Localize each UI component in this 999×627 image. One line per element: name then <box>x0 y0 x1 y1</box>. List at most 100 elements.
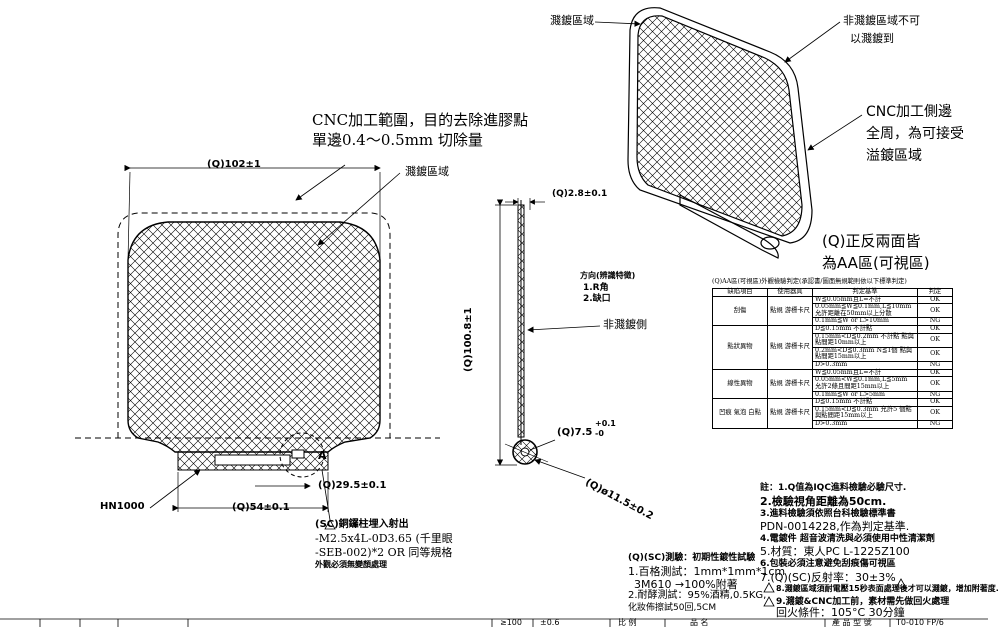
table-row: 刮傷 點規 游標卡尺 W≦0.05mm且L=不計 OK <box>712 295 953 327</box>
result: OK <box>917 295 953 305</box>
dim-angle: (Q)7.5 <box>557 427 593 438</box>
criterion: 0.05mm≦W≦0.1mm,L≦10mm 允許距離在50mm以上分散 <box>812 303 918 319</box>
table-header: 使用器具 <box>767 288 813 297</box>
table-row: D>0.3mm NG <box>713 419 953 429</box>
note-line: 8.濺鍍區域須耐電壓15秒表面處理後才可以濺鍍，增加附著度. <box>776 584 999 593</box>
note-line: 6.包裝必須注意避免刮痕傷可視區 <box>760 559 896 569</box>
result: OK <box>917 325 953 334</box>
iso-panel <box>636 15 803 237</box>
table-header: 缺陷項目 <box>712 288 768 297</box>
table-title: (Q)AA區(可視區)外觀檢驗判定(承認書/圖面無規範則依以下標準判定) <box>712 278 907 285</box>
front-plating-area-label: 濺鍍區域 <box>405 165 449 178</box>
inspection-table: 缺陷項目 使用器具 判定基準 判定 刮傷 點規 游標卡尺 W≦0.05mm且L=… <box>712 288 953 429</box>
title-block-lines <box>0 618 988 627</box>
table-row: 0.05mm<W≦0.1mm,L≦5mm 允許2條且間距15mm以上 OK <box>713 376 953 392</box>
test-note-5: 化妝佈擦試50回,5CM <box>628 603 717 613</box>
sc-note-2: -M2.5x4L-0D3.65 (千里眼 <box>315 532 453 545</box>
test-note-2: 1.百格測試：1mm*1mm*1cm <box>628 565 786 578</box>
criterion: 0.15mm<D≦0.3mm 允許5 個點與點間距15mm以上 <box>812 405 918 421</box>
title-cell: 品 名 <box>690 618 709 627</box>
table-row: 凹痕 氣泡 白點 點規 游標卡尺 D≦0.15mm 不計點 OK <box>712 398 953 429</box>
aa-note-2: 為AA區(可視區) <box>822 254 930 272</box>
iso-base <box>679 194 779 259</box>
result: OK <box>917 398 953 407</box>
title-cell: 比 例 <box>618 618 637 627</box>
tool-name: 點規 游標卡尺 <box>767 325 813 370</box>
defect-name: 點狀異物 <box>712 325 768 370</box>
tool-name: 點規 游標卡尺 <box>767 368 813 400</box>
side-view <box>495 198 601 479</box>
dim-thickness: (Q)2.8±0.1 <box>552 189 608 199</box>
note-line: 7.(Q)(SC)反射率：30±3% <box>760 571 896 584</box>
detail-mark: A <box>318 449 327 462</box>
criterion: 0.15mm<D≦0.2mm 不計點 點與點間距10mm以上 <box>812 332 918 348</box>
test-note-4: 2.耐酵測試：95%酒精,0.5KG, <box>628 590 767 601</box>
sc-note: (SC)銅鑼柱埋入射出 <box>315 519 409 530</box>
non-plating-area-label: 非濺鍍區域不可 <box>843 14 920 27</box>
direction-label-2: 1.R角 <box>583 283 609 293</box>
table-row: 0.15mm<D≦0.2mm 不計點 點與點間距10mm以上 OK <box>713 332 953 348</box>
warning-icon <box>324 519 907 607</box>
test-note-3: 3M610 →100%附著 <box>634 578 738 591</box>
table-row: 點狀異物 點規 游標卡尺 D≦0.15mm 不計點 OK <box>712 325 953 370</box>
result: OK <box>917 332 953 348</box>
note-line: 註：1.Q值為IQC進料檢驗必驗尺寸. <box>760 483 907 493</box>
table-header-row: 缺陷項目 使用器具 判定基準 判定 <box>712 288 953 297</box>
plated-panel <box>127 221 381 453</box>
test-note: (Q)(SC)測驗：初期性鍍性試驗 <box>628 553 756 563</box>
title-cell: ≥100 <box>500 618 522 627</box>
result: OK <box>917 368 953 378</box>
cnc-side-label-2: 全周，為可接受 <box>866 126 964 142</box>
front-view <box>75 164 440 521</box>
note-line: 4.電鍍件 超音波清洗與必須使用中性清潔劑 <box>760 534 935 544</box>
dim-width: (Q)102±1 <box>207 159 261 170</box>
sc-note-3: -SEB-002)*2 OR 同等規格 <box>315 546 453 559</box>
tool-name: 點規 游標卡尺 <box>767 398 813 429</box>
iso-view <box>594 7 863 259</box>
direction-label: 方向(辨識特徵) <box>580 271 636 280</box>
table-row: 0.15mm<D≦0.3mm 允許5 個點與點間距15mm以上 OK <box>713 405 953 421</box>
criterion: 0.2mm<D≦0.3mm N≦1個 點與點間距15mm以上 <box>812 346 918 363</box>
criterion: 0.05mm<W≦0.1mm,L≦5mm 允許2條且間距15mm以上 <box>812 376 918 392</box>
tool-name: 點規 游標卡尺 <box>767 295 813 327</box>
table-header: 判定基準 <box>812 288 918 297</box>
title-cell: ±0.6 <box>540 618 560 627</box>
non-plating-side-label: 非濺鍍側 <box>603 318 647 331</box>
detail-circle-a <box>279 432 325 478</box>
base-slot <box>214 454 291 466</box>
note-line: 3.進料檢驗須依照台科檢驗標準書 <box>760 509 896 519</box>
note-line: 2.檢驗視角距離為50cm. <box>760 495 887 508</box>
cnc-range-label-2: 單邊0.4～0.5mm 切除量 <box>312 131 483 149</box>
table-header: 判定 <box>917 288 953 297</box>
plating-area-label: 濺鍍區域 <box>550 14 594 27</box>
defect-name: 凹痕 氣泡 白點 <box>712 398 768 429</box>
result: OK <box>917 405 953 421</box>
direction-label-3: 2.缺口 <box>583 294 611 304</box>
dim-angle-tol-hi: +0.1 <box>595 419 616 428</box>
note-line: PDN-0014228,作為判定基準. <box>760 520 910 533</box>
cnc-range-label: CNC加工範圍，目的去除進膠點 <box>312 111 529 129</box>
cnc-side-label: CNC加工側邊 <box>866 104 953 120</box>
defect-name: 刮傷 <box>712 295 768 327</box>
title-cell: 產 品 型 號 <box>832 618 872 627</box>
note-line: 9.濺鍍&CNC加工前，素材需先做回火處理 <box>776 597 950 607</box>
aa-note: (Q)正反兩面皆 <box>822 232 921 250</box>
cnc-side-label-3: 溢鍍區域 <box>866 148 922 164</box>
iso-outer <box>627 7 813 244</box>
non-plating-area-label-2: 以濺鍍到 <box>850 32 894 45</box>
dim-height: (Q)100.8±1 <box>463 307 474 372</box>
table-row: 0.2mm<D≦0.3mm N≦1個 點與點間距15mm以上 OK <box>713 346 953 363</box>
dim-29-5: (Q)29.5±0.1 <box>318 480 387 491</box>
result: OK <box>917 376 953 392</box>
dim-angle-tol-lo: -0 <box>595 429 604 438</box>
cnc-outline-dashed <box>117 212 391 438</box>
result: NG <box>917 419 953 429</box>
defect-name: 線性異物 <box>712 368 768 400</box>
sc-note-4: 外觀必須無變顏處理 <box>315 560 387 569</box>
hn-label: HN1000 <box>100 501 145 512</box>
dim-54: (Q)54±0.1 <box>232 502 290 513</box>
result: OK <box>917 303 953 319</box>
criterion: D>0.3mm <box>812 419 918 429</box>
note-line: 回火條件：105°C 30分鐘 <box>776 606 905 619</box>
